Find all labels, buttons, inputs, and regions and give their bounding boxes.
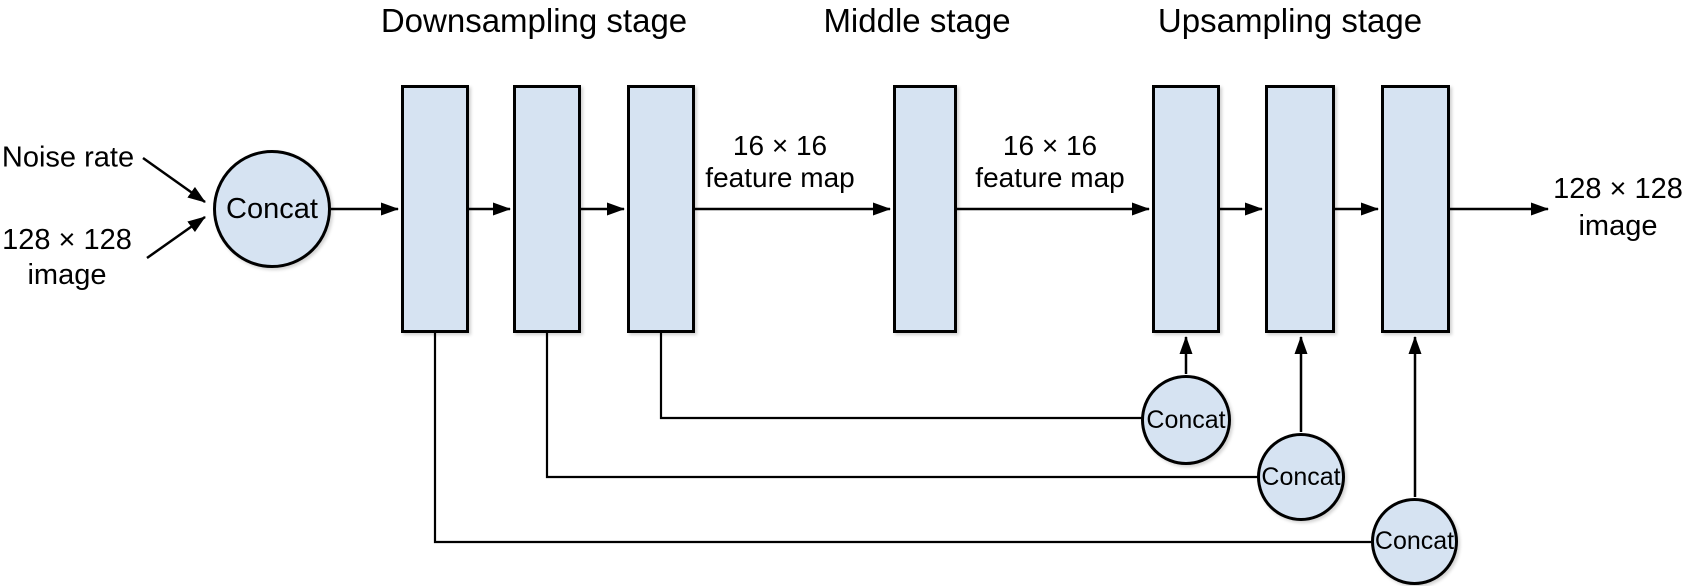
feature-map-label-left: 16 × 16 feature map <box>705 130 854 194</box>
downsampling-block-3 <box>627 85 695 333</box>
input-concat-node: Concat <box>213 150 331 268</box>
skip-connection-d1 <box>433 333 1372 544</box>
output-image-label: 128 × 128 image <box>1553 171 1683 245</box>
downsampling-stage-title: Downsampling stage <box>380 2 688 39</box>
noise-rate-arrow <box>142 156 206 204</box>
skip-concat-node-2: Concat <box>1257 433 1345 521</box>
feature-map-left-size: 16 × 16 <box>732 130 828 161</box>
concat-node-label: Concat <box>1146 405 1226 434</box>
downsampling-block-1 <box>401 85 469 333</box>
upsampling-block-2 <box>1265 85 1335 333</box>
middle-block <box>893 85 957 333</box>
upsampling-block-3 <box>1381 85 1450 333</box>
concat-node-label: Concat <box>1374 527 1455 555</box>
input-image-size: 128 × 128 <box>2 224 132 256</box>
feature-map-right-word: feature map <box>975 162 1125 193</box>
feature-map-label-right: 16 × 16 feature map <box>975 130 1124 194</box>
noise-rate-label: Noise rate <box>1 141 135 174</box>
skip-concat-node-1: Concat <box>1141 375 1231 465</box>
skip-connection-d3 <box>659 333 1142 420</box>
feature-map-right-size: 16 × 16 <box>1002 130 1098 161</box>
downsampling-block-2 <box>513 85 581 333</box>
output-image-size: 128 × 128 <box>1553 173 1683 205</box>
input-image-word: image <box>27 259 107 291</box>
feature-map-left-word: feature map <box>705 162 855 193</box>
skip-concat-node-3: Concat <box>1371 498 1458 585</box>
input-image-label: 128 × 128 image <box>2 223 132 293</box>
concat-node-label: Concat <box>226 192 318 225</box>
concat-node-label: Concat <box>1261 462 1341 491</box>
upsampling-stage-title: Upsampling stage <box>1157 2 1423 39</box>
middle-stage-title: Middle stage <box>823 2 1011 39</box>
upsampling-block-1 <box>1152 85 1220 333</box>
input-image-arrow <box>146 215 206 260</box>
output-image-word: image <box>1578 210 1658 242</box>
skip-connection-d2 <box>545 333 1258 479</box>
